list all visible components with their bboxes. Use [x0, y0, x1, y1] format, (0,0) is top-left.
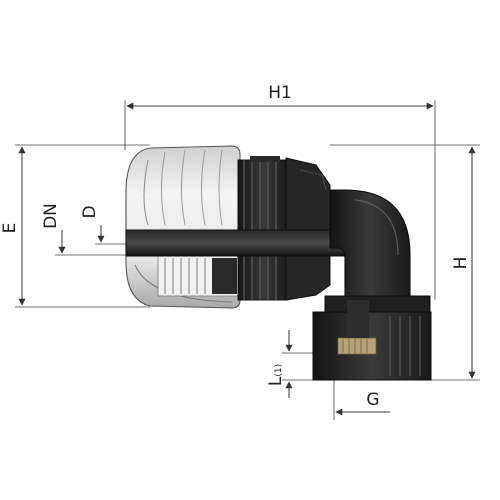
d-dimension: D — [80, 205, 130, 245]
g-dimension: G — [333, 378, 390, 420]
g-label: G — [366, 390, 379, 410]
female-nut — [312, 295, 432, 381]
h-dimension: H — [330, 144, 480, 381]
d-label: D — [80, 205, 100, 218]
fitting-body — [125, 145, 432, 381]
h1-dimension: H1 — [124, 83, 436, 300]
e-label: E — [0, 223, 20, 234]
l-label: L(1) — [266, 364, 286, 386]
h1-label: H1 — [268, 83, 292, 103]
dn-dimension: DN — [41, 203, 130, 256]
dn-label: DN — [41, 203, 61, 229]
pipe — [125, 229, 357, 257]
clamp-ring — [157, 255, 239, 297]
h-label: H — [451, 257, 471, 270]
elbow — [329, 189, 411, 301]
threaded-body — [237, 156, 331, 301]
e-dimension: E — [0, 144, 150, 308]
